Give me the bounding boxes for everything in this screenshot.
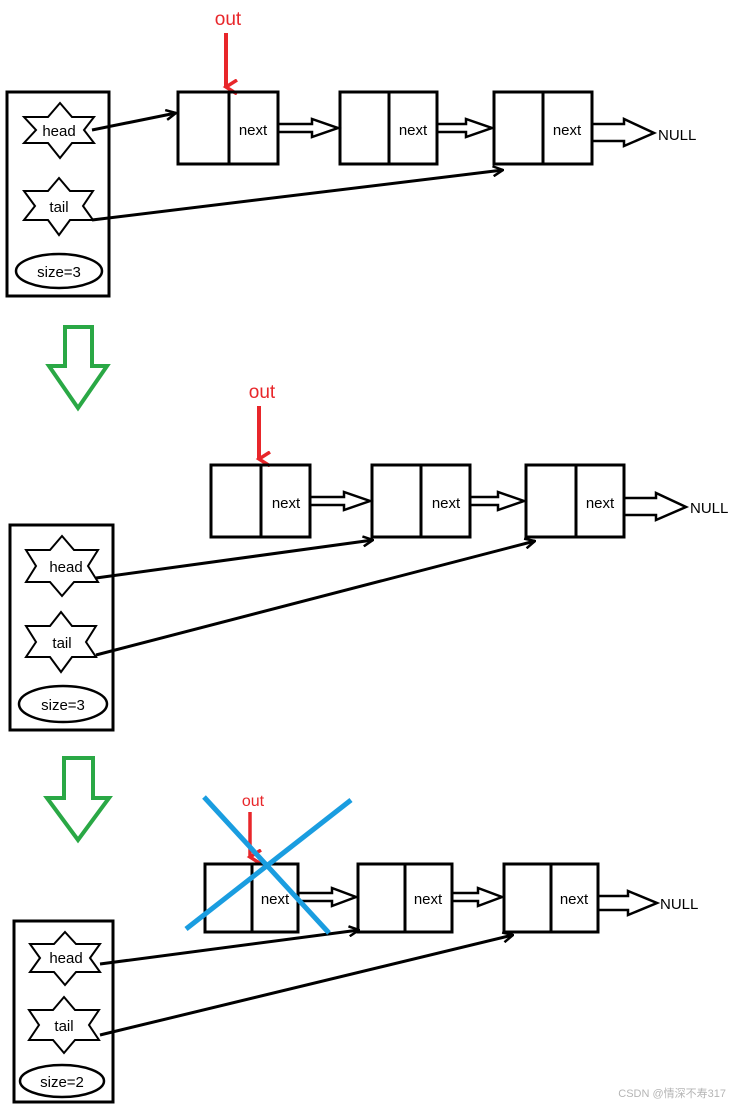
tail-pointer-arrow: [99, 935, 513, 1037]
tail-marker: tail: [21, 176, 95, 237]
out-pointer: out: [249, 382, 276, 459]
star-icon: [28, 930, 102, 987]
node-1: next: [176, 90, 280, 166]
head-label: head: [42, 123, 75, 140]
head-marker: head: [21, 101, 97, 160]
node-2: next: [356, 862, 454, 934]
next-label: next: [272, 495, 301, 512]
next-link-arrow: [298, 886, 360, 908]
node-3: next: [524, 463, 626, 539]
star-icon: [24, 534, 100, 598]
stage-3: head tail size=2 out next next next: [12, 793, 698, 1104]
star-icon: [24, 610, 98, 674]
out-label: out: [242, 793, 265, 810]
tail-marker: tail: [27, 995, 101, 1055]
node-data-cell: [356, 862, 407, 934]
tail-pointer-arrow: [91, 170, 503, 222]
star-icon: [21, 101, 97, 160]
size-label: size=2: [40, 1074, 84, 1091]
node-data-cell: [209, 463, 263, 539]
head-marker: head: [28, 930, 102, 987]
watermark: CSDN @情深不寿317: [618, 1086, 726, 1100]
next-label: next: [399, 122, 428, 139]
size-ellipse: [14, 252, 104, 290]
stage-2: head tail size=3 out next next next: [8, 382, 728, 732]
list-container-box: [8, 523, 115, 732]
next-label: next: [261, 891, 290, 908]
node-3: next: [502, 862, 600, 934]
next-label: next: [560, 891, 589, 908]
head-marker: head: [24, 534, 100, 598]
node-next-cell: [419, 463, 472, 539]
star-icon: [21, 176, 95, 237]
tail-pointer-arrow: [95, 541, 535, 657]
list-container-box: [12, 919, 115, 1104]
next-link-arrow: [624, 491, 690, 522]
node-2: next: [370, 463, 472, 539]
head-pointer-arrow: [91, 113, 176, 132]
cross-icon: [184, 795, 353, 935]
node-data-cell: [338, 90, 391, 166]
node-data-cell: [176, 90, 231, 166]
node-next-cell: [574, 463, 626, 539]
node-data-cell: [492, 90, 545, 166]
list-container-box: [5, 90, 111, 298]
size-marker: size=2: [18, 1063, 106, 1099]
down-arrow-icon: [45, 325, 111, 412]
size-marker: size=3: [14, 252, 104, 290]
tail-label: tail: [54, 1018, 73, 1035]
node-2: next: [338, 90, 439, 166]
next-link-arrow: [452, 886, 506, 908]
head-label: head: [49, 559, 82, 576]
out-pointer: out: [215, 9, 242, 87]
null-label: NULL: [658, 127, 696, 144]
tail-marker: tail: [24, 610, 98, 674]
node-next-cell: [387, 90, 439, 166]
down-arrow-icon: [43, 756, 113, 844]
tail-label: tail: [49, 199, 68, 216]
null-label: NULL: [690, 500, 728, 517]
size-ellipse: [18, 1063, 106, 1099]
next-link-arrow: [278, 117, 342, 139]
node-1: next: [203, 862, 300, 934]
size-ellipse: [17, 684, 109, 724]
size-label: size=3: [41, 697, 85, 714]
tail-label: tail: [52, 635, 71, 652]
star-icon: [27, 995, 101, 1055]
node-next-cell: [549, 862, 600, 934]
node-data-cell: [502, 862, 553, 934]
size-label: size=3: [37, 264, 81, 281]
node-next-cell: [541, 90, 594, 166]
next-link-arrow: [310, 490, 374, 512]
node-1: next: [209, 463, 312, 539]
node-3: next: [492, 90, 594, 166]
out-label: out: [249, 382, 276, 403]
next-link-arrow: [598, 889, 661, 917]
head-pointer-arrow: [95, 540, 373, 580]
next-label: next: [239, 122, 268, 139]
size-marker: size=3: [17, 684, 109, 724]
out-label: out: [215, 9, 242, 30]
next-label: next: [553, 122, 582, 139]
node-data-cell: [524, 463, 578, 539]
next-link-arrow: [437, 117, 496, 139]
next-label: next: [586, 495, 615, 512]
head-label: head: [49, 950, 82, 967]
head-pointer-arrow: [99, 930, 359, 966]
null-label: NULL: [660, 896, 698, 913]
next-link-arrow: [470, 490, 528, 512]
node-next-cell: [227, 90, 280, 166]
stage-1: head tail size=3 out next next next: [5, 9, 696, 298]
next-label: next: [414, 891, 443, 908]
next-label: next: [432, 495, 461, 512]
node-data-cell: [370, 463, 423, 539]
node-next-cell: [403, 862, 454, 934]
next-link-arrow: [592, 117, 658, 148]
node-next-cell: [259, 463, 312, 539]
